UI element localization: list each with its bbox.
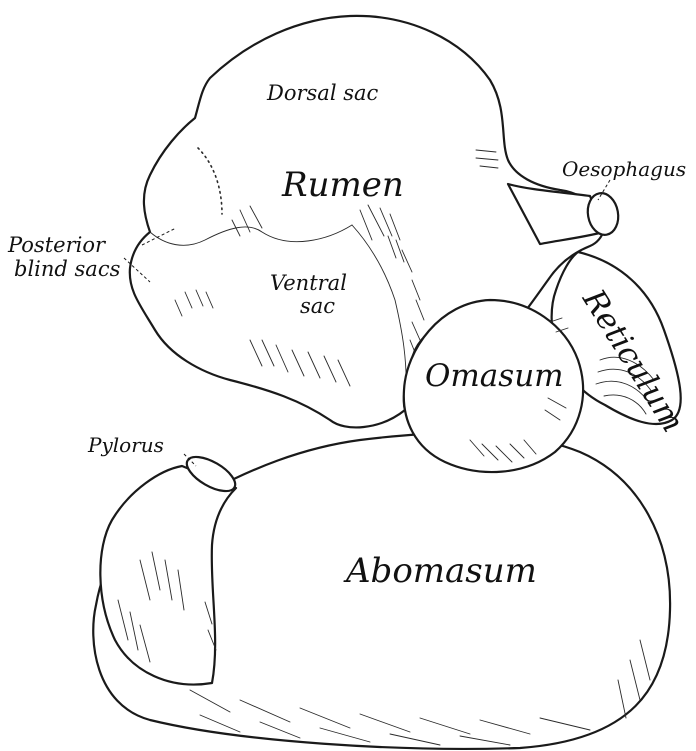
label-rumen: Rumen [281, 165, 404, 205]
label-posterior: Posterior [7, 233, 107, 257]
label-dorsal-sac: Dorsal sac [266, 81, 379, 105]
label-omasum: Omasum [425, 358, 564, 394]
label-pylorus: Pylorus [87, 433, 164, 457]
label-oesophagus: Oesophagus [562, 157, 686, 181]
label-ventral: Ventral [270, 271, 347, 295]
label-sac: sac [300, 294, 335, 318]
label-blind-sacs: blind sacs [14, 257, 121, 281]
label-abomasum: Abomasum [343, 551, 537, 591]
